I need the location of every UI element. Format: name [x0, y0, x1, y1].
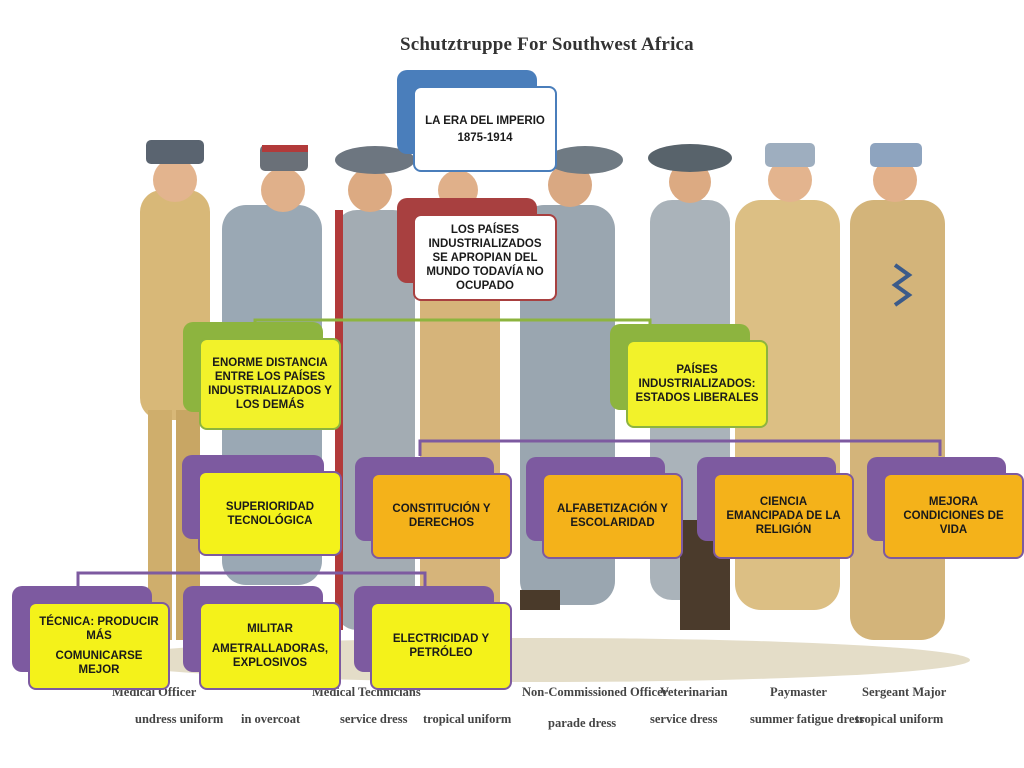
caption-undress-uniform: undress uniform	[135, 712, 224, 726]
caption-service-dress: service dress	[340, 712, 408, 726]
level4-text-2b: AMETRALLADORAS, EXPLOSIVOS	[211, 643, 329, 669]
level3-node-3: ALFABETIZACIÓN Y ESCOLARIDAD	[526, 457, 683, 559]
level2-right-node: PAÍSES INDUSTRIALIZADOS: ESTADOS LIBERAL…	[610, 324, 768, 428]
caption-summer-fatigue-dress: summer fatigue dress	[750, 712, 865, 726]
level1-node: LOS PAÍSES INDUSTRIALIZADOS SE APROPIAN …	[397, 198, 557, 301]
level3-node-5: MEJORA CONDICIONES DE VIDA	[867, 457, 1024, 559]
root-dates: 1875-1914	[457, 131, 513, 144]
caption-paymaster: Paymaster	[770, 685, 827, 699]
level4-text-1a: TÉCNICA: PRODUCIR MÁS	[39, 616, 159, 642]
caption-service-dress-2: service dress	[650, 712, 718, 726]
level4-node-2: MILITAR AMETRALLADORAS, EXPLOSIVOS	[183, 586, 341, 690]
level4-text-2a: MILITAR	[247, 623, 293, 635]
level4-node-1: TÉCNICA: PRODUCIR MÁS COMUNICARSE MEJOR	[12, 586, 170, 690]
root-title: LA ERA DEL IMPERIO	[425, 114, 545, 127]
caption-sergeant-major: Sergeant Major	[862, 685, 947, 699]
level4-text-3a: ELECTRICIDAD Y PETRÓLEO	[392, 633, 490, 659]
caption-in-overcoat: in overcoat	[241, 712, 301, 726]
level1-text: LOS PAÍSES INDUSTRIALIZADOS SE APROPIAN …	[426, 223, 544, 292]
level3-node-4: CIENCIA EMANCIPADA DE LA RELIGIÓN	[697, 457, 854, 559]
level3-text-2: CONSTITUCIÓN Y DERECHOS	[392, 503, 491, 529]
level3-text-5: MEJORA CONDICIONES DE VIDA	[903, 496, 1004, 536]
level3-text-3: ALFABETIZACIÓN Y ESCOLARIDAD	[557, 503, 668, 529]
level4-node-3: ELECTRICIDAD Y PETRÓLEO	[354, 586, 512, 690]
level3-text-1: SUPERIORIDAD TECNOLÓGICA	[225, 500, 315, 527]
level2-left-text: ENORME DISTANCIA ENTRE LOS PAÍSES INDUST…	[208, 357, 332, 411]
root-node: LA ERA DEL IMPERIO 1875-1914	[397, 70, 557, 172]
caption-tropical-uniform: tropical uniform	[423, 712, 512, 726]
caption-parade-dress: parade dress	[548, 716, 617, 730]
caption-tropical-uniform-2: tropical uniform	[855, 712, 944, 726]
caption-nco: Non-Commissioned Officer	[522, 685, 669, 699]
illustration-title: Schutztruppe For Southwest Africa	[400, 34, 694, 55]
level3-node-1: SUPERIORIDAD TECNOLÓGICA	[182, 455, 342, 556]
level3-text-4: CIENCIA EMANCIPADA DE LA RELIGIÓN	[726, 496, 841, 536]
level3-node-2: CONSTITUCIÓN Y DERECHOS	[355, 457, 512, 559]
level4-text-1b: COMUNICARSE MEJOR	[55, 650, 143, 676]
level2-left-node: ENORME DISTANCIA ENTRE LOS PAÍSES INDUST…	[183, 322, 341, 430]
caption-veterinarian: Veterinarian	[660, 685, 728, 699]
level2-right-text: PAÍSES INDUSTRIALIZADOS: ESTADOS LIBERAL…	[635, 364, 759, 404]
